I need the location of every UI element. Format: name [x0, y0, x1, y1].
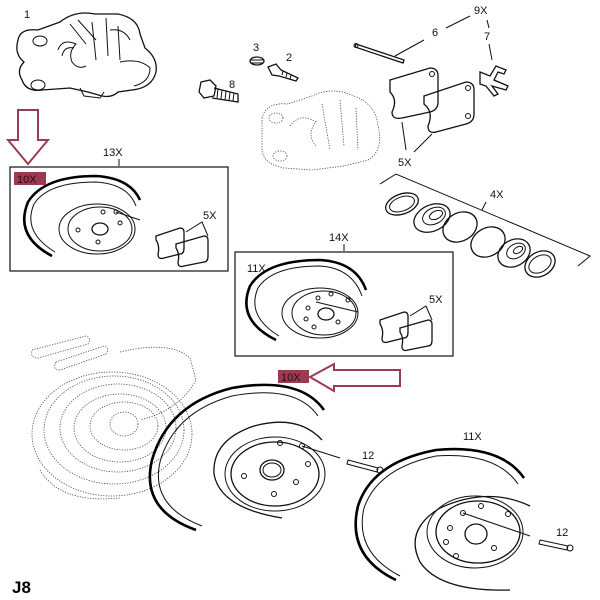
anti-rattle-clip-part[interactable]	[479, 65, 509, 97]
caliper-ghost-outline	[261, 90, 381, 171]
callout-second-disc: 11X	[463, 431, 482, 443]
bleed-cap-part[interactable]	[249, 56, 265, 66]
kit-13-box	[9, 166, 229, 272]
callout-mounting-bolt: 8	[229, 79, 235, 91]
brake-disc-main[interactable]	[148, 383, 341, 532]
leader-clip-group	[486, 19, 490, 29]
callout-bleed-screw: 2	[286, 52, 292, 64]
kit-14-box	[234, 251, 454, 357]
callout-clip: 7	[484, 31, 490, 43]
callout-second-disc-screw: 12	[556, 527, 568, 539]
backing-plate-ghost	[31, 335, 197, 500]
leader-pads-top	[401, 121, 433, 153]
highlight-arrow-down	[5, 109, 51, 166]
brake-pad-top-2[interactable]	[423, 81, 475, 134]
callout-kit-14: 14X	[329, 232, 349, 244]
callout-kit-13-pads: 5X	[203, 210, 217, 222]
bleed-screw-part[interactable]	[267, 63, 299, 82]
caliper-part[interactable]	[16, 12, 157, 99]
callout-caliper: 1	[24, 9, 30, 21]
leader-seal-kit	[481, 201, 487, 211]
callout-kit-14-pads: 5X	[429, 294, 443, 306]
brake-disc-kit-13[interactable]	[23, 174, 142, 258]
callout-main-disc: 10X	[281, 372, 301, 384]
highlight-tag-main-disc	[278, 370, 309, 383]
leader-clip	[488, 43, 493, 61]
callout-seal-kit: 4X	[490, 189, 504, 201]
callout-kit-13: 13X	[103, 147, 123, 159]
brake-pads-kit-13[interactable]	[155, 227, 209, 268]
callout-pin: 6	[432, 27, 438, 39]
callout-bleed-cap: 3	[253, 42, 259, 54]
brake-pads-kit-14[interactable]	[379, 311, 433, 352]
bracket-seal-kit	[379, 173, 591, 267]
highlight-arrow-left	[307, 362, 401, 393]
callout-pin-group: 9X	[474, 5, 488, 17]
leader-pin	[394, 39, 425, 57]
disc-screw-second-left[interactable]	[348, 461, 376, 468]
brake-disc-second[interactable]	[354, 447, 531, 591]
highlight-tag-kit-13	[14, 172, 46, 185]
leader-kit-14-pads	[409, 305, 433, 321]
seal-kit-rings[interactable]	[383, 189, 560, 283]
callout-main-disc-screw: 12	[362, 450, 374, 462]
brake-disc-kit-14[interactable]	[245, 258, 368, 342]
leader-pin-group	[445, 15, 471, 29]
callout-kit-14-disc: 11X	[247, 263, 266, 275]
callout-kit-13-disc: 10X	[17, 174, 37, 186]
mounting-bolt-part[interactable]	[198, 79, 239, 103]
guide-pin-part[interactable]	[353, 43, 405, 64]
callout-pads-top: 5X	[398, 157, 412, 169]
page-code: J8	[12, 578, 31, 597]
leader-kit-13-pads	[185, 221, 209, 237]
disc-screw-second[interactable]	[538, 539, 574, 552]
